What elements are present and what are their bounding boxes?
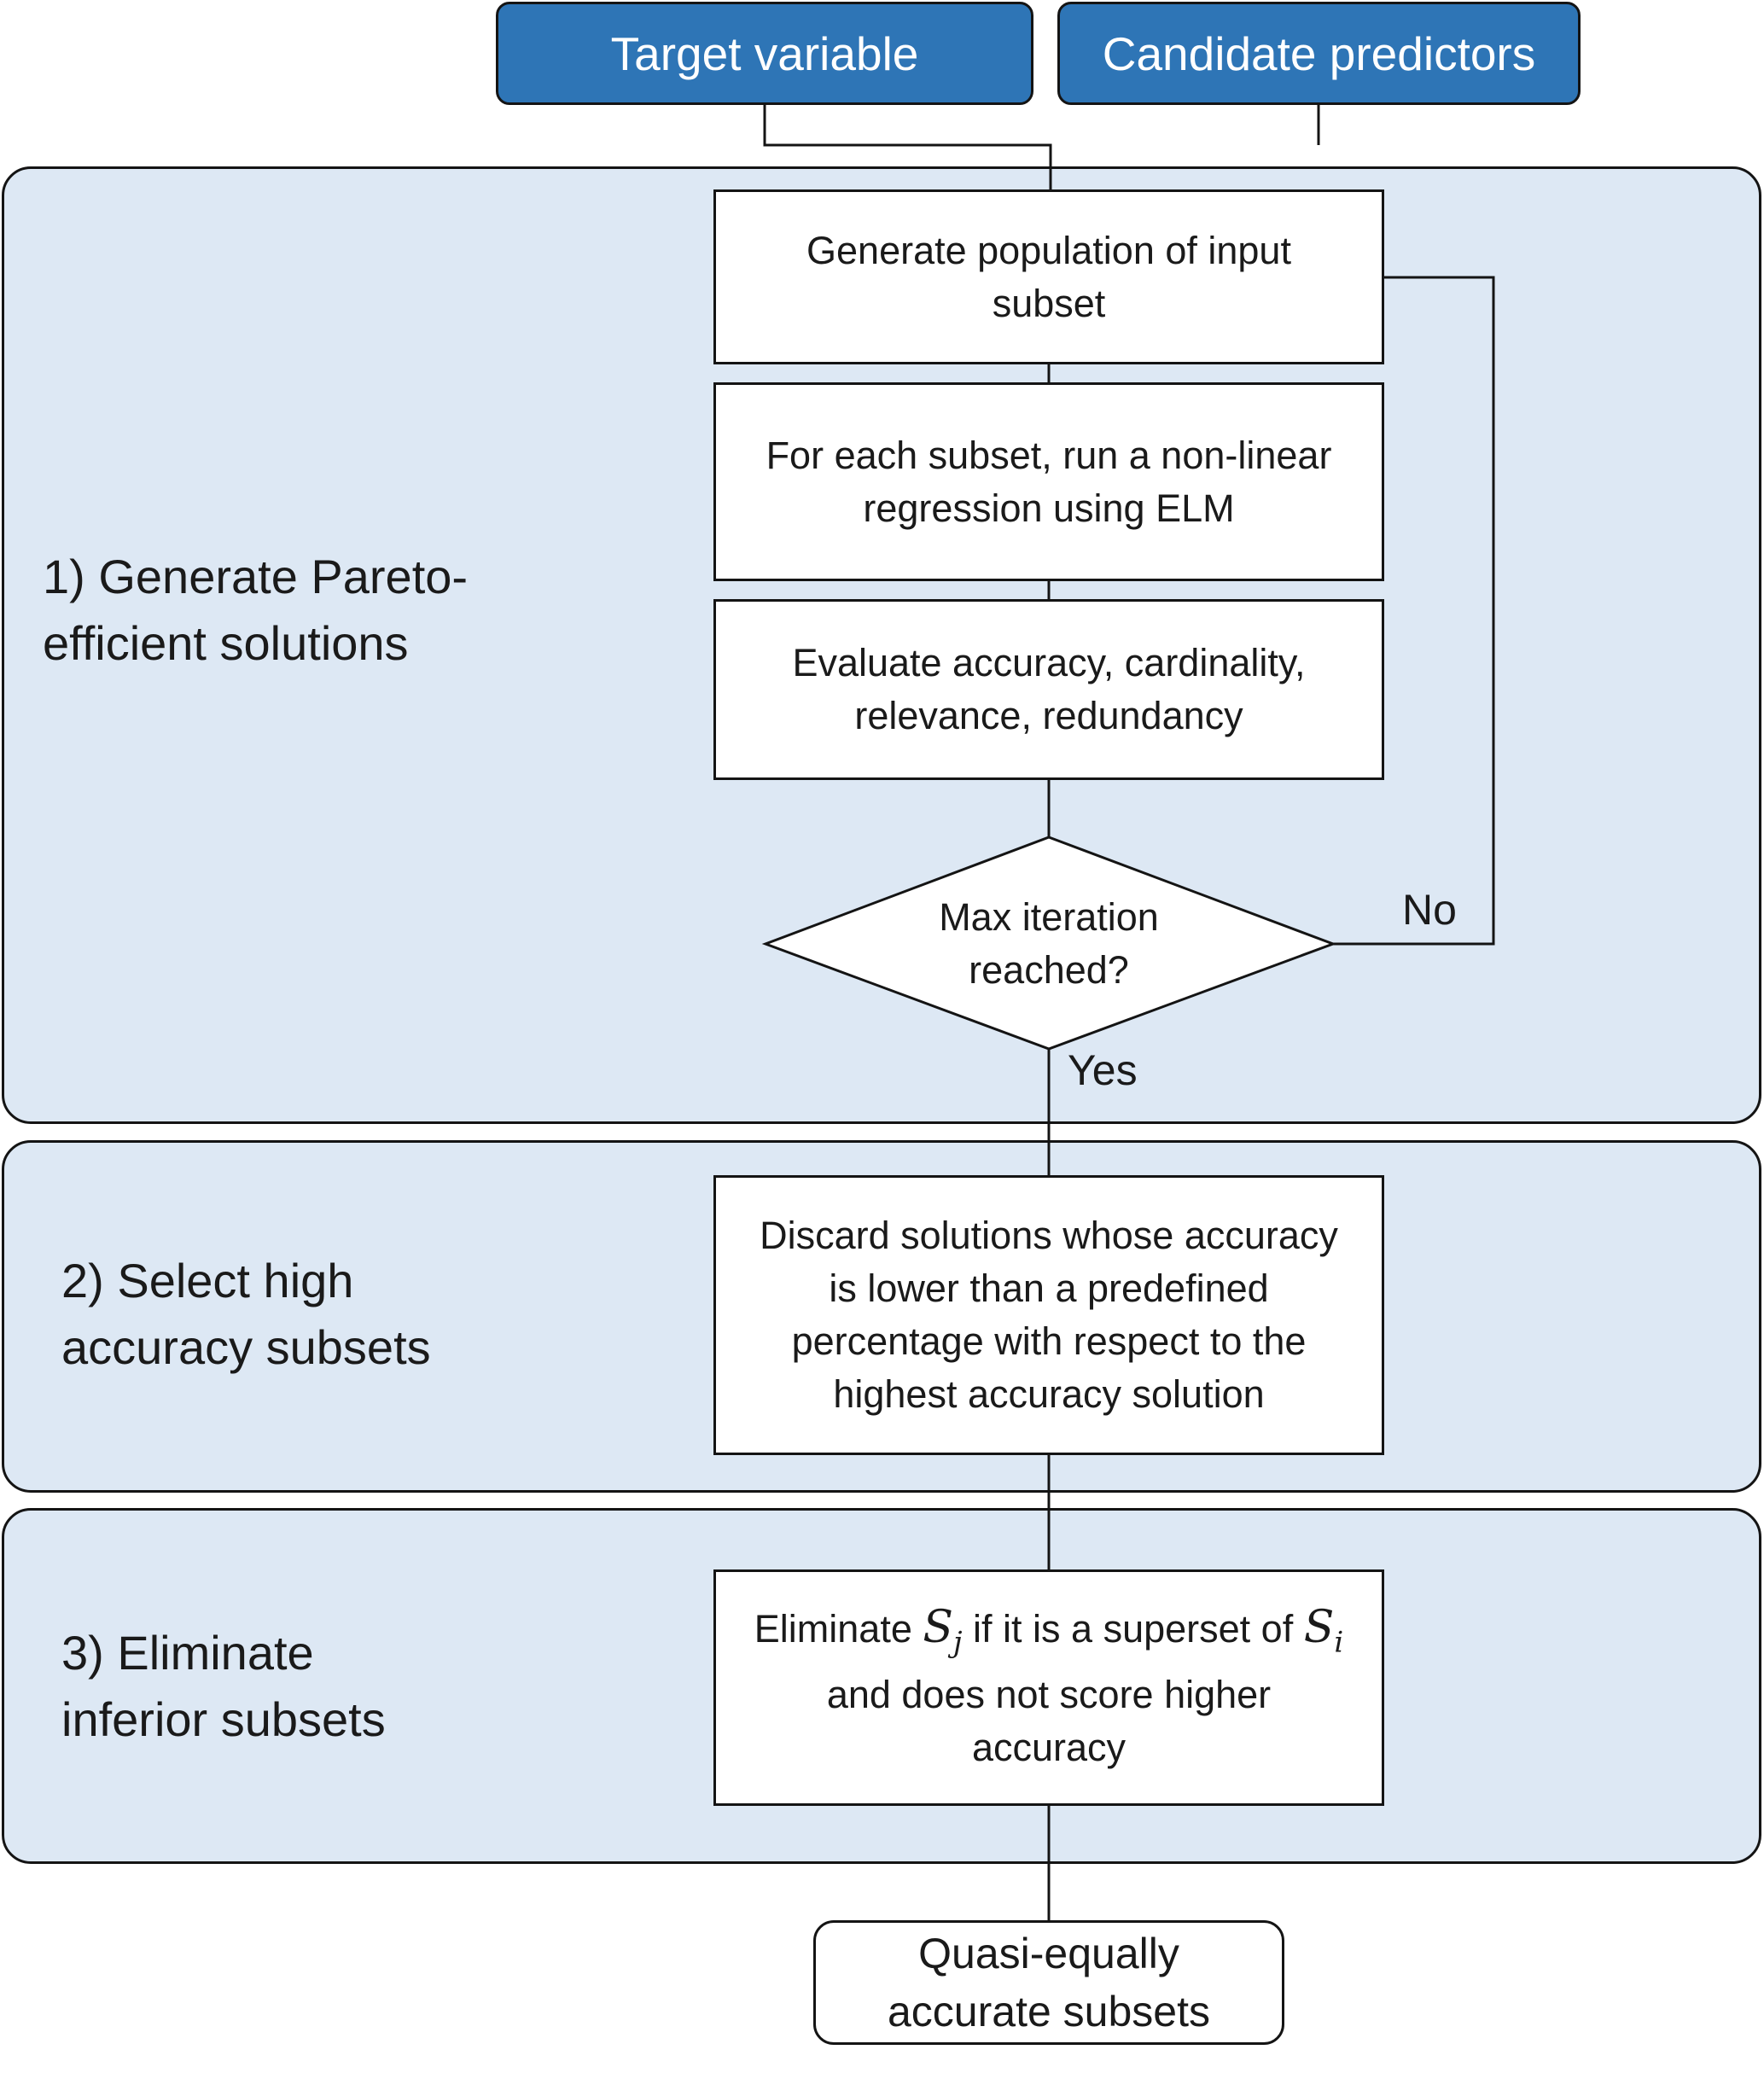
phase-3-label-line-1: 3) Eliminate — [61, 1626, 314, 1680]
phase-2-label-line-2: accuracy subsets — [61, 1320, 431, 1374]
discard-line-1: Discard solutions whose accuracy — [760, 1214, 1338, 1257]
phase-1-label: 1) Generate Pareto- efficient solutions — [43, 544, 468, 677]
eliminate-middle: if it is a superset of — [962, 1606, 1304, 1651]
regression-line-2: regression using ELM — [863, 486, 1235, 530]
phase-2-label-line-1: 2) Select high — [61, 1254, 354, 1307]
evaluate-line-1: Evaluate accuracy, cardinality, — [792, 641, 1306, 684]
phase-2-label: 2) Select high accuracy subsets — [61, 1248, 431, 1381]
evaluate-box: Evaluate accuracy, cardinality, relevanc… — [713, 599, 1384, 780]
max-iteration-label: Max iteration reached? — [878, 891, 1220, 997]
evaluate-line-2: relevance, redundancy — [854, 694, 1243, 737]
eliminate-line-2: and does not score higher — [826, 1673, 1272, 1717]
subset-j-symbol: Sj — [923, 1601, 963, 1660]
target-variable-box: Target variable — [496, 2, 1033, 105]
discard-line-2: is lower than a predefined — [829, 1267, 1269, 1310]
no-label: No — [1402, 886, 1457, 934]
output-line-1: Quasi-equally — [918, 1930, 1179, 1977]
eliminate-line-3: accuracy — [971, 1726, 1127, 1770]
regression-line-1: For each subset, run a non-linear — [766, 433, 1332, 477]
max-iteration-line-1: Max iteration — [939, 895, 1159, 939]
max-iteration-line-2: reached? — [969, 948, 1129, 992]
yes-label: Yes — [1068, 1046, 1138, 1094]
output-box: Quasi-equally accurate subsets — [813, 1920, 1284, 2045]
discard-line-4: highest accuracy solution — [833, 1372, 1265, 1416]
generate-population-line-1: Generate population of input — [806, 228, 1291, 272]
eliminate-prefix: Eliminate — [754, 1606, 923, 1651]
decision-diamond — [761, 836, 1337, 1051]
generate-population-line-2: subset — [992, 281, 1106, 325]
target-connector — [763, 103, 1052, 192]
phase-3-label: 3) Eliminate inferior subsets — [61, 1620, 386, 1753]
phase-1-label-line-1: 1) Generate Pareto- — [43, 550, 469, 603]
eliminate-box: Eliminate Sj if it is a superset of Si a… — [713, 1569, 1384, 1806]
regression-box: For each subset, run a non-linear regres… — [713, 382, 1384, 581]
phase-1-label-line-2: efficient solutions — [43, 616, 409, 670]
generate-population-box: Generate population of input subset — [713, 189, 1384, 364]
eliminate-line-1: Eliminate Sj if it is a superset of Si — [754, 1601, 1343, 1668]
output-line-2: accurate subsets — [888, 1988, 1210, 2035]
discard-box: Discard solutions whose accuracy is lowe… — [713, 1175, 1384, 1455]
subset-i-symbol: Si — [1303, 1601, 1344, 1660]
phase-3-label-line-2: inferior subsets — [61, 1692, 386, 1746]
candidate-predictors-box: Candidate predictors — [1057, 2, 1581, 105]
no-loop-connector — [1333, 276, 1495, 946]
discard-line-3: percentage with respect to the — [791, 1319, 1307, 1363]
